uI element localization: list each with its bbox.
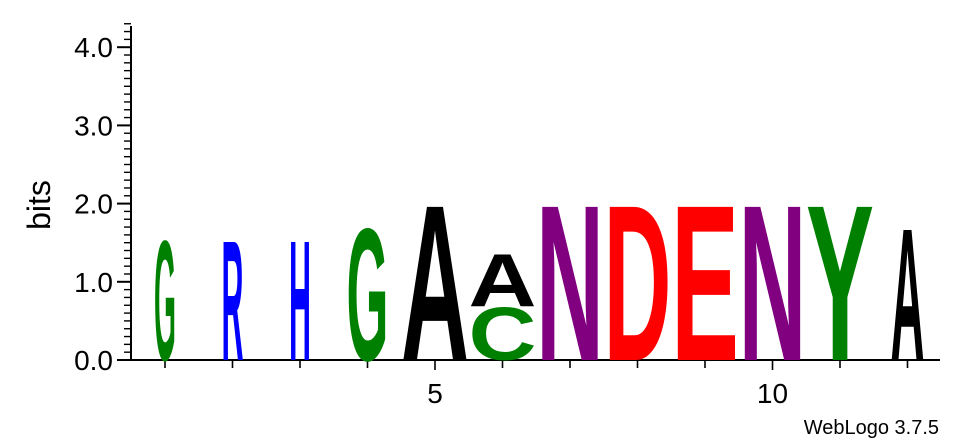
- glyph-N: N: [739, 159, 807, 408]
- glyph-D: D: [604, 159, 672, 408]
- axes: 0.0 1.0 2.0 3.0 4.0 5 10 bits: [21, 23, 940, 409]
- y-tick-label: 0.0: [74, 345, 113, 376]
- glyph-C: C: [469, 293, 537, 377]
- glyph-G: G: [347, 190, 389, 401]
- weblogo-credit: WebLogo 3.7.5: [804, 417, 939, 439]
- glyph-A: A: [469, 239, 537, 323]
- glyph-H: H: [289, 205, 311, 397]
- glyph-A: A: [401, 159, 469, 408]
- glyph-G: G: [154, 207, 176, 398]
- glyph-Y: Y: [806, 158, 874, 407]
- y-tick-label: 4.0: [74, 32, 113, 63]
- y-tick-label: 1.0: [74, 267, 113, 298]
- x-tick-label: 10: [757, 378, 788, 409]
- x-ticks: 5 10: [164, 360, 909, 409]
- y-axis-label: bits: [21, 180, 57, 230]
- y-ticks: 0.0 1.0 2.0 3.0 4.0: [74, 23, 131, 376]
- y-tick-label: 2.0: [74, 189, 113, 220]
- glyph-R: R: [222, 205, 244, 397]
- glyph-E: E: [671, 158, 739, 407]
- y-tick-label: 3.0: [74, 110, 113, 141]
- x-tick-label: 5: [427, 378, 443, 409]
- glyph-A: A: [891, 190, 925, 401]
- glyph-N: N: [536, 159, 604, 408]
